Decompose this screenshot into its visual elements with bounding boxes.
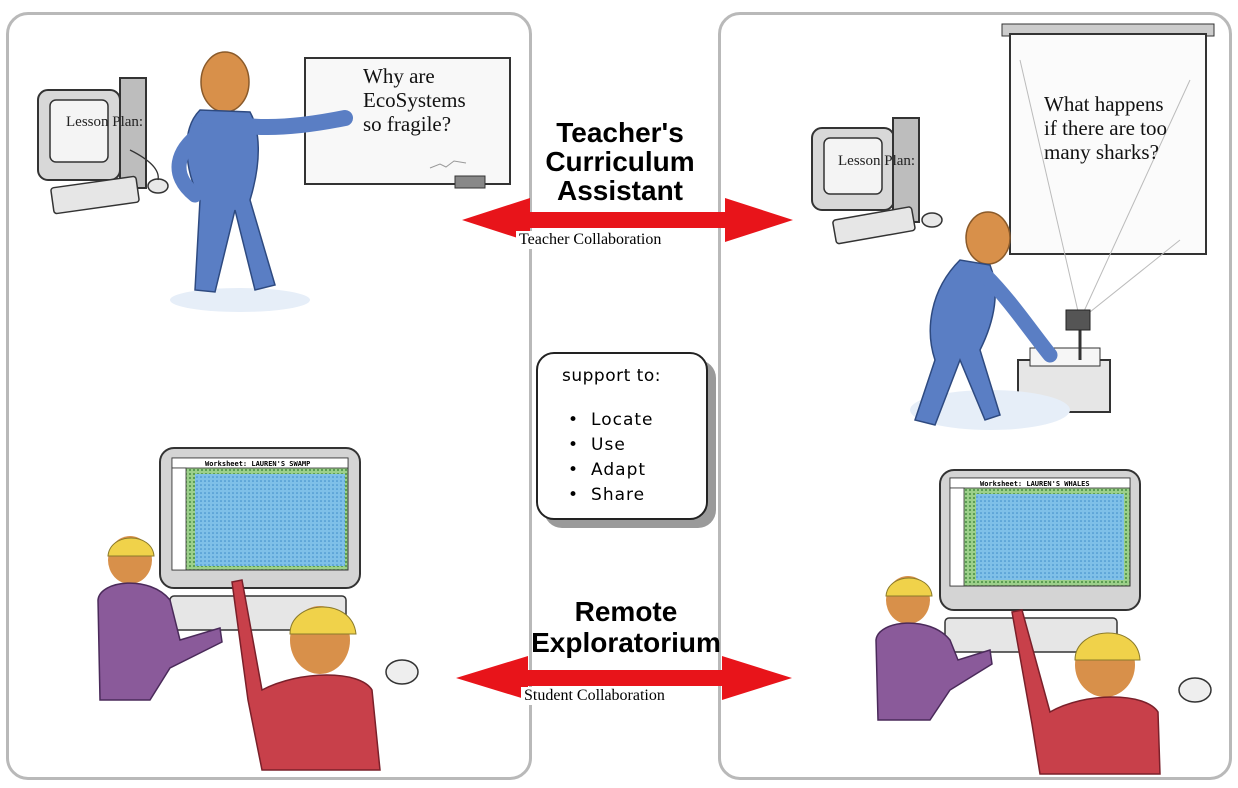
right-student-workstation <box>939 469 1212 703</box>
title-line: Assistant <box>556 175 684 206</box>
left-board-line: EcoSystems <box>363 88 466 112</box>
support-item-share: Share <box>568 483 654 508</box>
left-board-question: Why are EcoSystems so fragile? <box>363 64 466 136</box>
student-collaboration-label: Student Collaboration <box>521 687 668 705</box>
right-computer <box>811 117 943 245</box>
left-board-line: so fragile? <box>363 112 452 136</box>
right-monitor-text: Lesson Plan: <box>838 153 915 169</box>
right-board-line: many sharks? <box>1044 140 1159 164</box>
right-board-line: if there are too <box>1044 116 1168 140</box>
support-title: support to: <box>562 366 661 386</box>
support-box: support to: Locate Use Adapt Share <box>536 352 708 520</box>
right-board-question: What happens if there are too many shark… <box>1044 92 1167 164</box>
student-collaboration-arrow <box>456 656 792 700</box>
left-worksheet-title: Worksheet: LAUREN'S SWAMP <box>205 460 310 468</box>
right-worksheet-title: Worksheet: LAUREN'S WHALES <box>980 480 1090 488</box>
title-line: Exploratorium <box>531 627 721 658</box>
teacher-figure-left <box>170 51 353 312</box>
teachers-curriculum-assistant-title: Teacher's Curriculum Assistant <box>520 118 720 205</box>
teacher-collaboration-label: Teacher Collaboration <box>516 231 665 249</box>
left-monitor-text: Lesson Plan: <box>66 114 143 130</box>
remote-exploratorium-title: Remote Exploratorium <box>500 596 752 658</box>
student-purple-right <box>875 576 993 721</box>
support-item-adapt: Adapt <box>568 458 654 483</box>
student-purple-left <box>97 536 223 701</box>
student-red-right <box>1011 609 1161 775</box>
title-line: Curriculum <box>545 146 695 177</box>
left-board-line: Why are <box>363 64 435 88</box>
left-student-workstation <box>159 447 419 685</box>
support-item-locate: Locate <box>568 408 654 433</box>
title-line: Remote <box>574 596 678 627</box>
support-item-use: Use <box>568 433 654 458</box>
right-board-line: What happens <box>1044 92 1164 116</box>
support-list: Locate Use Adapt Share <box>568 408 654 508</box>
right-projection-screen <box>1001 23 1215 321</box>
student-red-left <box>231 579 381 771</box>
title-line: Teacher's <box>556 117 684 148</box>
teacher-collaboration-arrow <box>462 198 793 242</box>
left-computer <box>37 77 169 215</box>
teacher-figure-right <box>910 211 1070 430</box>
